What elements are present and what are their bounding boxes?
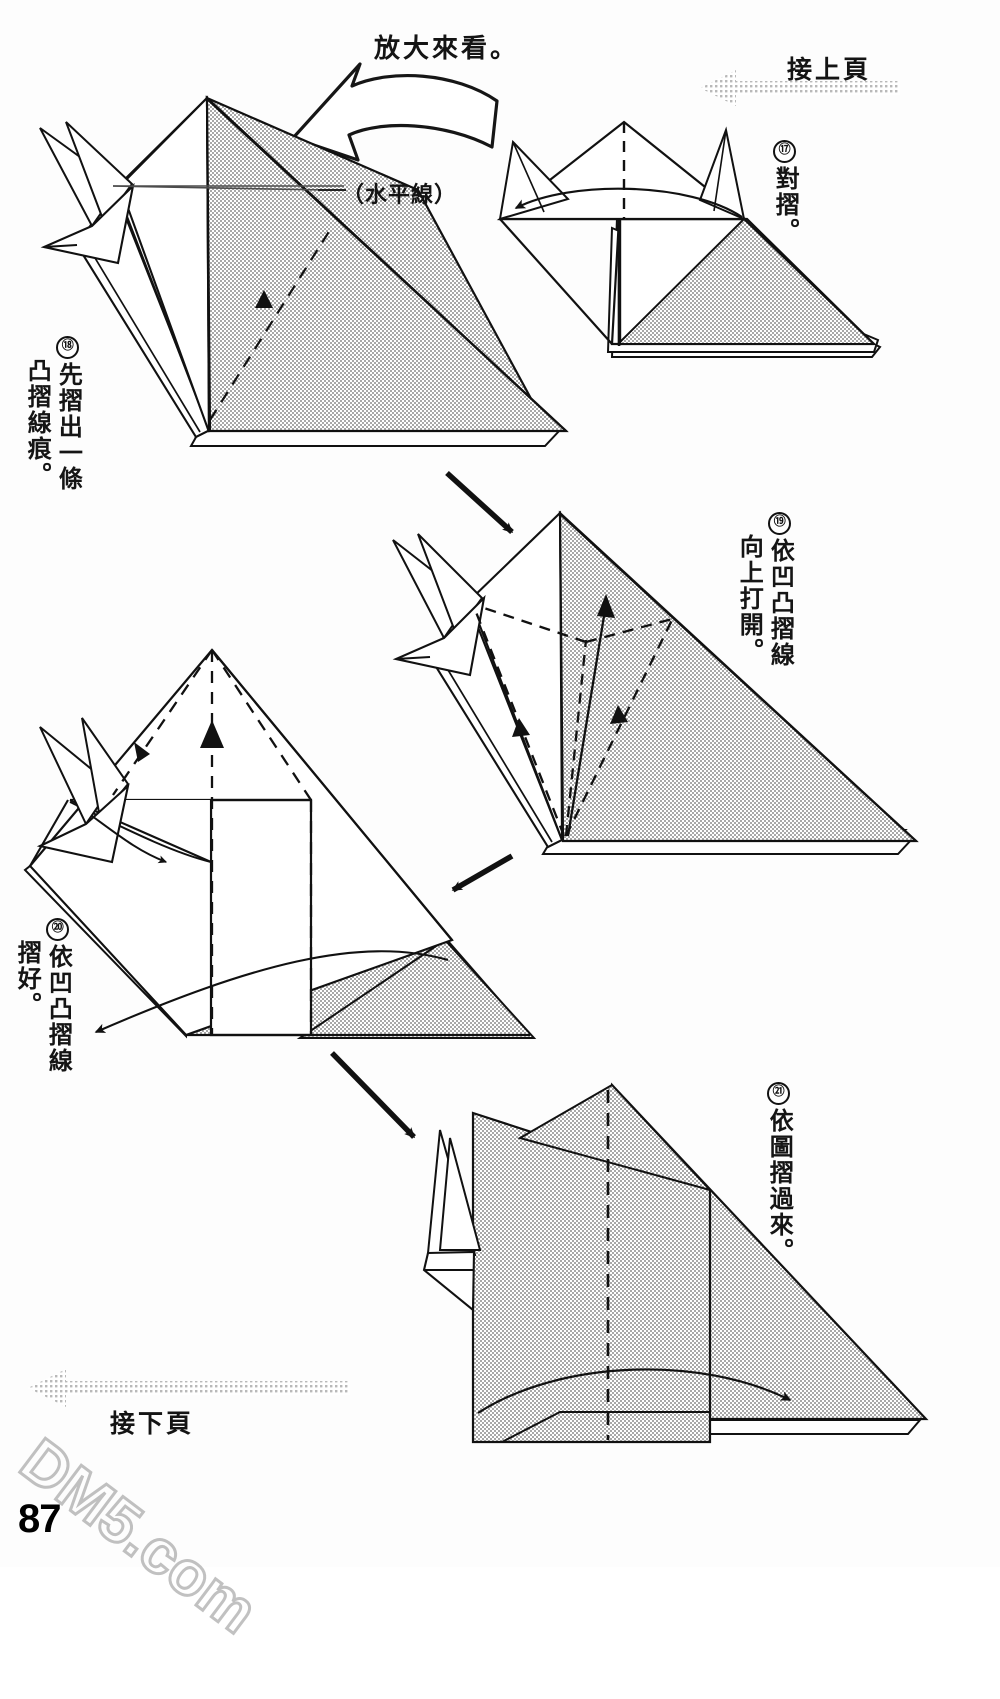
step-17-diagram xyxy=(496,120,882,358)
step-17-number: ⑰ xyxy=(773,140,797,163)
diagram-canvas xyxy=(23,62,929,1444)
step-19-line-1: 依凹凸摺線 xyxy=(766,538,795,668)
step-17-caption: ⑰ 對摺。 xyxy=(771,140,800,244)
step-20-number: ⑳ xyxy=(46,918,70,941)
continued-to-arrow-icon xyxy=(28,1369,350,1407)
zoom-note-label: 放大來看。 xyxy=(374,34,520,64)
step-17-line-1: 對摺。 xyxy=(771,166,800,244)
step-19-diagram xyxy=(392,510,919,855)
step-20-diagram xyxy=(23,648,537,1039)
step-21-caption: ㉑ 依圖摺過來。 xyxy=(765,1082,794,1264)
origami-instruction-page: 放大來看。 接上頁 （水平線） ⑰ 對摺。 ⑱ 先摺出一條 凸摺線痕。 ⑲ 依凹… xyxy=(7,34,929,1648)
horizontal-line-annotation: （水平線） xyxy=(342,183,458,208)
page-number: 87 xyxy=(18,1497,61,1541)
step-20-line-2: 摺好。 xyxy=(13,940,42,1018)
step-21-line-1: 依圖摺過來。 xyxy=(765,1108,794,1264)
step-18-number: ⑱ xyxy=(56,336,80,359)
zoom-curved-arrow-icon xyxy=(291,62,499,162)
flow-arrow-19-to-20 xyxy=(451,853,514,893)
continued-from-arrow-icon xyxy=(700,70,900,106)
continued-to-label: 接下頁 xyxy=(110,1409,195,1438)
step-21-number: ㉑ xyxy=(767,1082,791,1105)
step-18-line-2: 凸摺線痕。 xyxy=(23,358,52,488)
continued-from-label: 接上頁 xyxy=(787,55,872,84)
step-19-caption: ⑲ 依凹凸摺線 向上打開。 xyxy=(735,512,795,668)
step-19-line-2: 向上打開。 xyxy=(735,534,764,664)
flow-arrow-18-to-19 xyxy=(445,470,514,535)
step-18-diagram xyxy=(39,95,569,447)
step-20-caption: ⑳ 依凹凸摺線 摺好。 xyxy=(13,918,73,1074)
step-20-line-1: 依凹凸摺線 xyxy=(44,944,73,1074)
flow-arrow-20-to-21 xyxy=(330,1051,416,1139)
step-19-number: ⑲ xyxy=(768,512,792,535)
step-21-diagram xyxy=(422,1082,929,1444)
step-18-caption: ⑱ 先摺出一條 凸摺線痕。 xyxy=(23,336,83,492)
step-18-line-1: 先摺出一條 xyxy=(54,362,83,492)
